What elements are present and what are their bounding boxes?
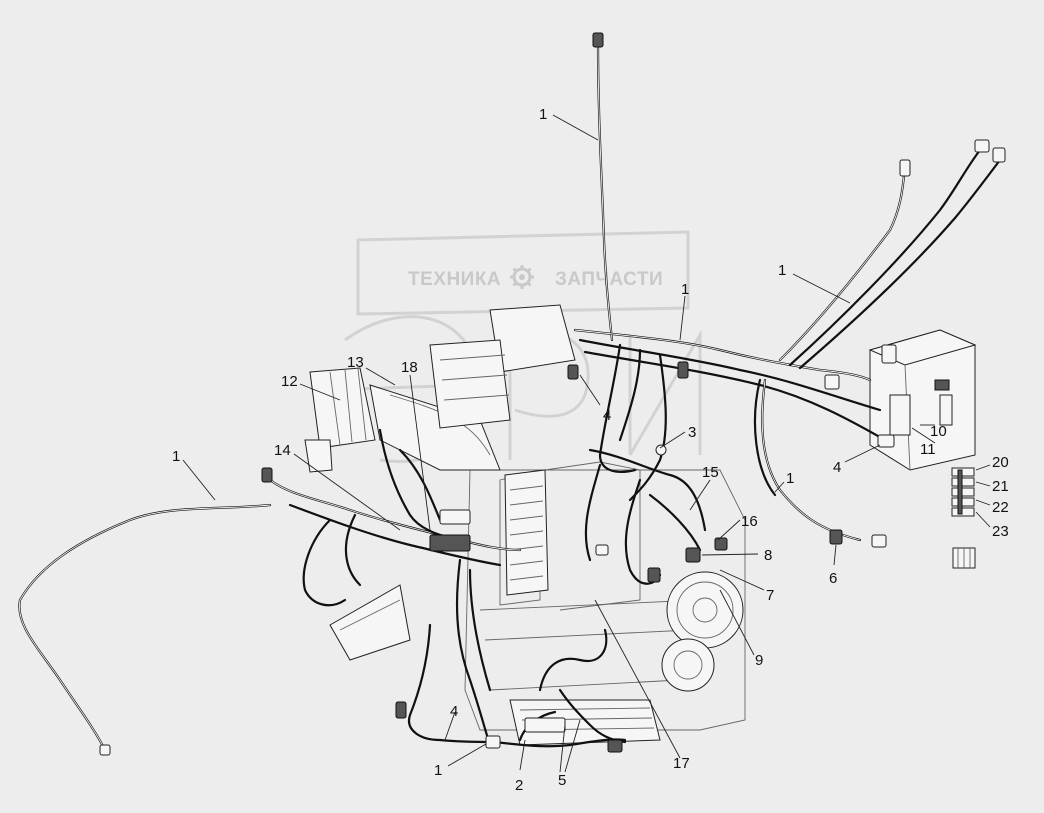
connector-relay-1	[881, 344, 897, 364]
fuse-stack	[951, 467, 975, 517]
callout-22: 22	[992, 499, 1009, 516]
callout-1-bottom: 1	[434, 762, 442, 779]
watermark-left-text: ТЕХНИКА	[408, 269, 501, 290]
engine-assembly	[304, 304, 746, 746]
connector-bottom-right	[607, 739, 623, 753]
callout-17: 17	[673, 755, 690, 772]
connector-trunk	[824, 374, 840, 390]
callout-15: 15	[702, 464, 719, 481]
air-filter-housing	[429, 304, 576, 429]
callout-18: 18	[401, 359, 418, 376]
connector-16	[714, 537, 728, 551]
callout-3: 3	[688, 424, 696, 441]
connector-bottom-left	[395, 701, 407, 719]
watermark-right-text: ЗАПЧАСТИ	[555, 269, 663, 290]
callout-1-top: 1	[539, 106, 547, 123]
callout-6: 6	[829, 570, 837, 587]
connector-7	[647, 567, 661, 583]
callout-1-left: 1	[172, 448, 180, 465]
connector-block-18	[439, 509, 471, 525]
connector-right-upper-2	[974, 139, 990, 153]
callout-10: 10	[930, 423, 947, 440]
callout-14: 14	[274, 442, 291, 459]
oil-pan	[509, 699, 661, 746]
connector-6	[871, 534, 887, 548]
callout-23: 23	[992, 523, 1009, 540]
callout-labels: 1 1 1 1 1 1 2 3 4 4 4 5 6 7 8 9 10 11 12…	[172, 106, 1009, 794]
callout-12: 12	[281, 373, 298, 390]
clip-3	[655, 444, 667, 456]
callout-8: 8	[764, 547, 772, 564]
connector-1-bottom	[485, 735, 501, 749]
watermark-badge	[356, 230, 690, 316]
watermark-letter-i	[628, 329, 702, 456]
callout-4-right: 4	[833, 459, 841, 476]
connector-top	[592, 32, 604, 48]
connectors	[99, 32, 1006, 756]
intake-manifold	[304, 367, 501, 473]
relay-small	[952, 547, 976, 569]
callout-4-top: 4	[603, 407, 611, 424]
callout-20: 20	[992, 454, 1009, 471]
callout-21: 21	[992, 478, 1009, 495]
gear-icon	[510, 265, 534, 289]
callout-1-mid: 1	[681, 281, 689, 298]
connector-block-left	[429, 534, 471, 552]
connector-4-top	[567, 364, 579, 380]
alternator-pulley	[661, 571, 744, 692]
connector-upper-mid	[677, 361, 689, 379]
callout-11: 11	[920, 441, 936, 458]
leader-lines	[182, 114, 991, 773]
connector-4-right	[877, 434, 895, 448]
callout-4-bottom: 4	[450, 703, 458, 720]
connector-mid	[595, 544, 609, 556]
callout-13: 13	[347, 354, 364, 371]
connector-right-upper-1	[899, 159, 911, 177]
callout-1-right-upper: 1	[778, 262, 786, 279]
callout-7: 7	[766, 587, 774, 604]
connector-left-end	[99, 744, 111, 756]
mounting-bracket	[329, 584, 411, 661]
connector-block-5	[524, 717, 566, 733]
callout-5: 5	[558, 772, 566, 789]
callout-16: 16	[741, 513, 758, 530]
callout-1-right-lower: 1	[786, 470, 794, 487]
connector-8	[685, 547, 701, 563]
intake-grill	[504, 469, 549, 596]
connector-right-upper-3	[992, 147, 1006, 163]
callout-9: 9	[755, 652, 763, 669]
connector-6-b	[829, 529, 843, 545]
callout-2: 2	[515, 777, 523, 794]
connector-left-top	[261, 467, 273, 483]
